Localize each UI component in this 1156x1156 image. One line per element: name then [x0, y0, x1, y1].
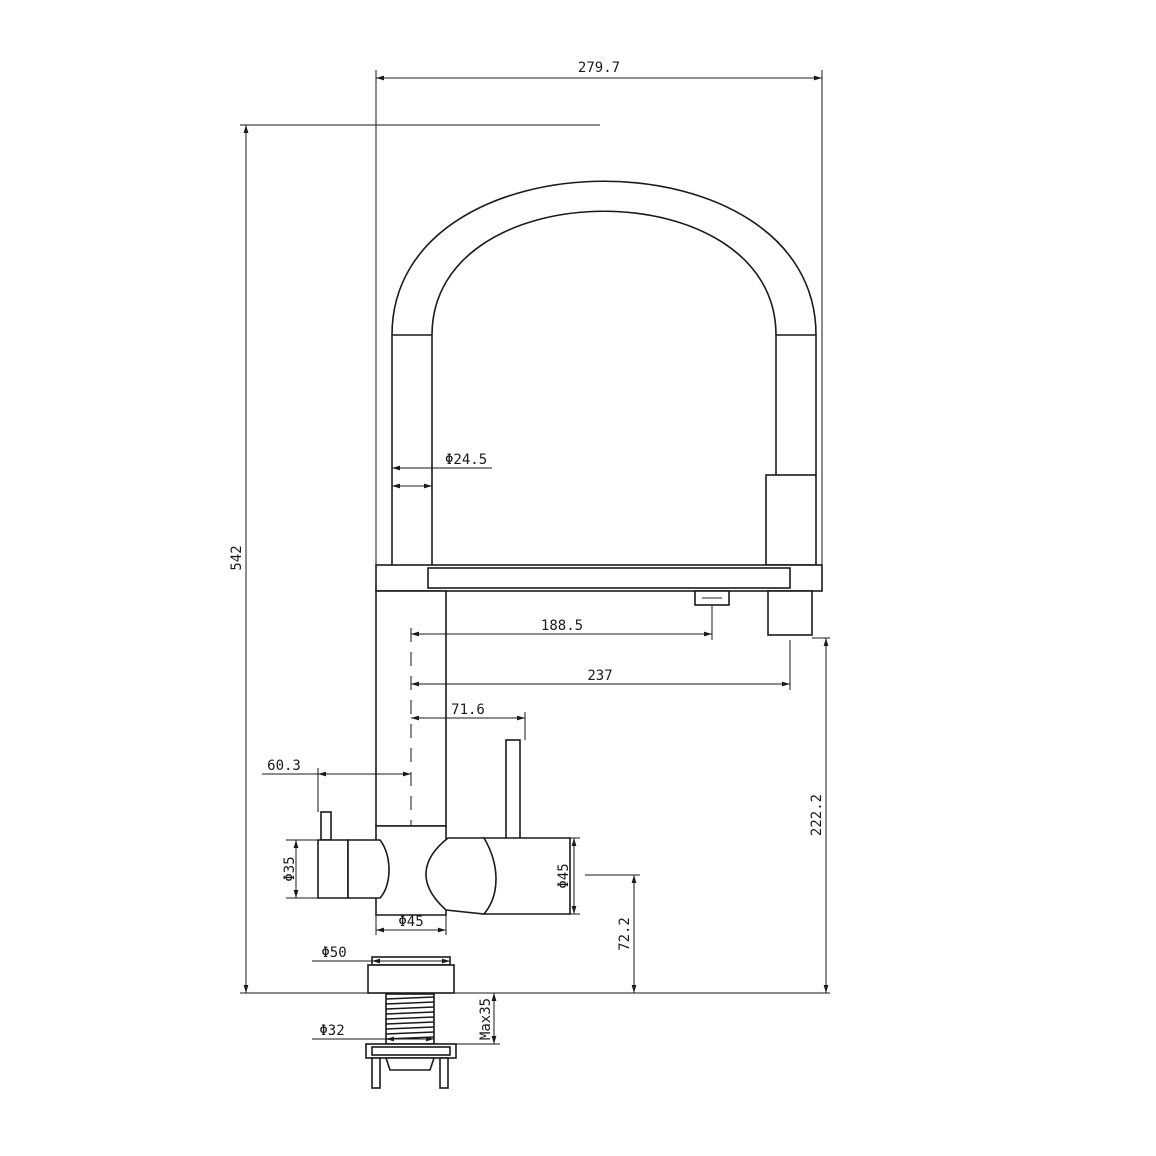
- dim-right-handle-offset: 71.6: [451, 702, 485, 718]
- dim-base-height: 72.2: [617, 917, 633, 951]
- spout-arch-inner: [431, 210, 777, 567]
- locking-plate-inner: [371, 1046, 451, 1056]
- dimensions: 279.7 542 Φ24.5 188.5 237 71.6 60.3 222.…: [229, 60, 829, 1044]
- dim-base-diameter: Φ50: [321, 945, 346, 961]
- spout-arm: [375, 564, 823, 592]
- tap-outline: [317, 180, 823, 1089]
- locking-nut: [384, 1057, 436, 1071]
- dim-overall-height: 542: [229, 545, 245, 570]
- dim-reach-aerator: 188.5: [541, 618, 583, 634]
- dim-shank-diameter: Φ32: [319, 1023, 344, 1039]
- dim-left-handle-offset: 60.3: [267, 758, 301, 774]
- dim-reach-outlet: 237: [587, 668, 612, 684]
- stud-right: [439, 1057, 449, 1089]
- dim-spout-diameter: Φ24.5: [445, 452, 487, 468]
- stud-left: [371, 1057, 381, 1089]
- spray-head-collar: [765, 474, 817, 566]
- dim-right-handle-diameter: Φ45: [556, 863, 572, 888]
- shank-threads: [385, 996, 435, 1040]
- right-handle-cone: [425, 837, 497, 915]
- dim-outlet-height: 222.2: [809, 794, 825, 836]
- base-plate: [367, 964, 455, 994]
- dim-left-handle-diameter: Φ35: [282, 856, 298, 881]
- dim-max-deck-thickness: Max35: [478, 998, 494, 1040]
- dim-body-diameter: Φ45: [398, 914, 423, 930]
- left-handle-cone: [347, 839, 390, 899]
- right-handle-lever: [505, 739, 521, 841]
- locking-plate: [365, 1043, 457, 1059]
- spray-outlet: [767, 590, 813, 636]
- left-handle-lever: [320, 811, 332, 841]
- dim-overall-width: 279.7: [578, 60, 620, 76]
- left-handle-hub: [317, 839, 349, 899]
- spout-arm-inner: [427, 567, 791, 589]
- spout-arch: [391, 180, 817, 567]
